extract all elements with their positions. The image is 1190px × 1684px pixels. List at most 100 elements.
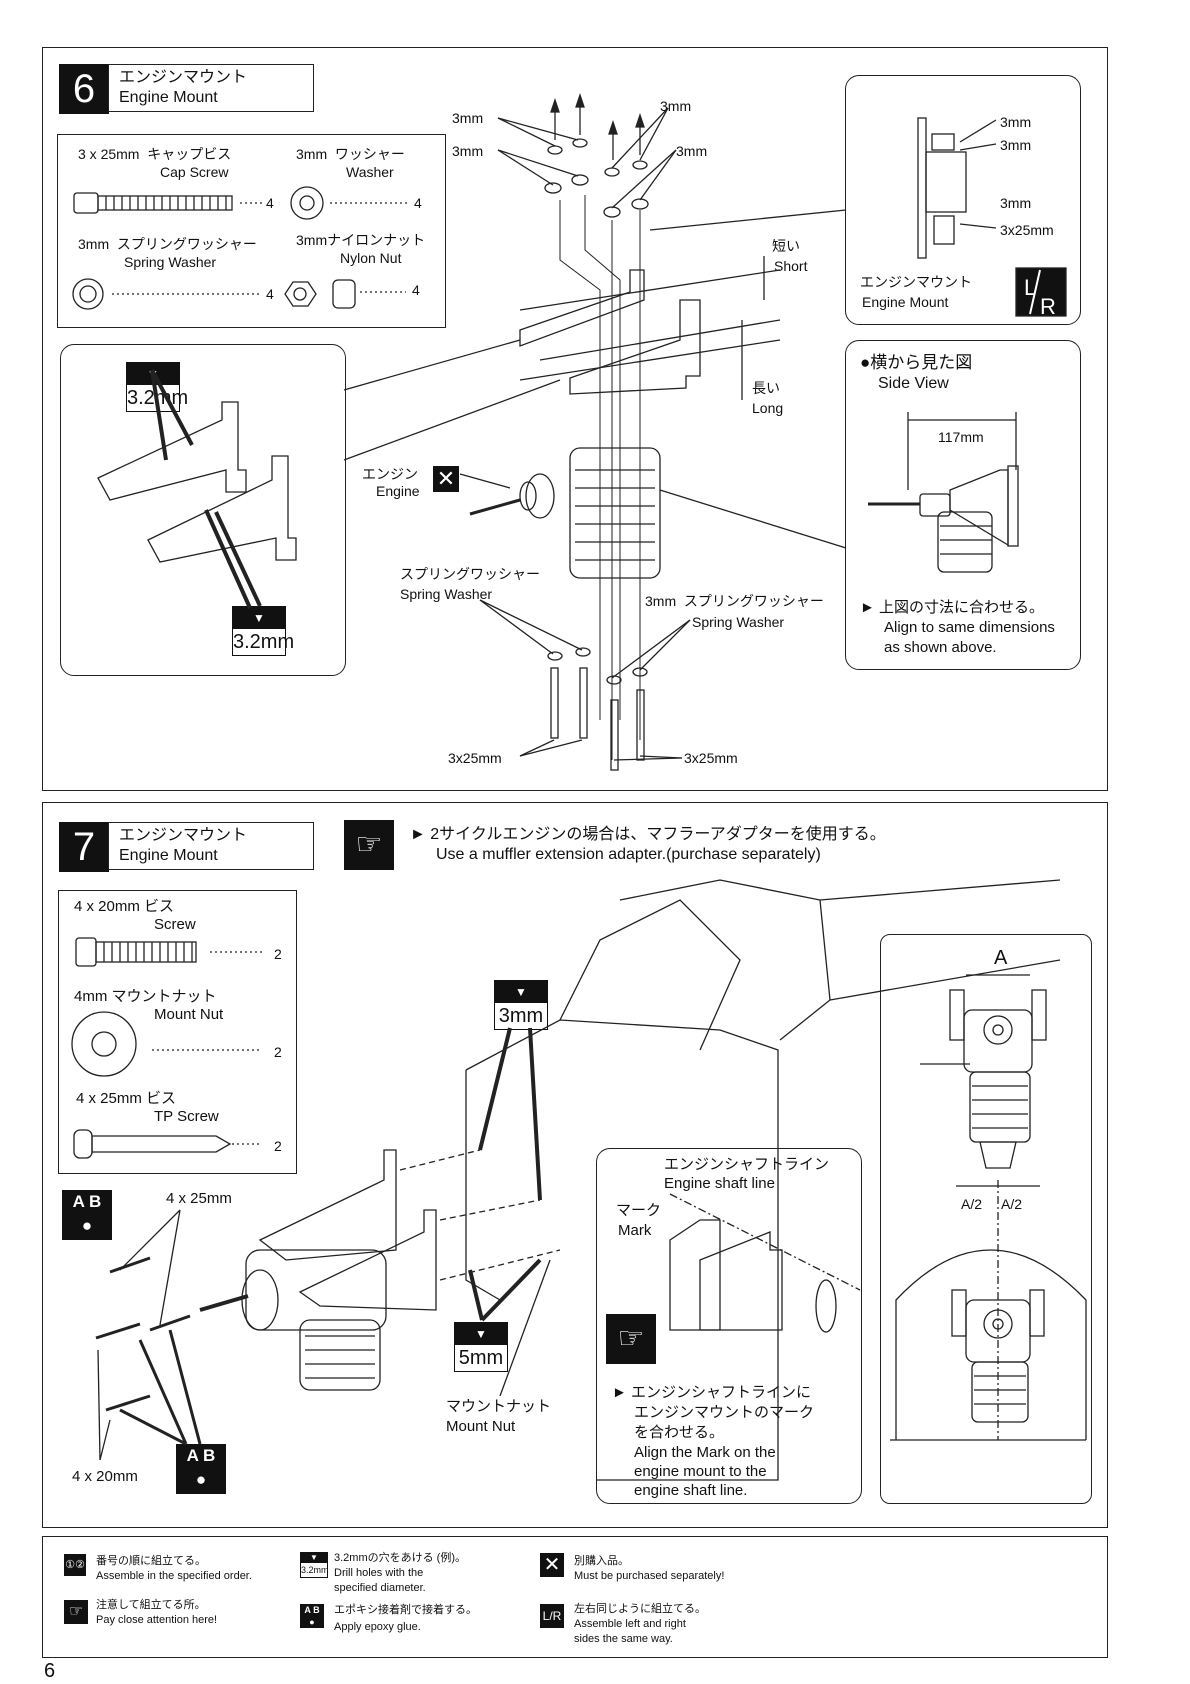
dim-half-label-left: A/2 (961, 1196, 983, 1212)
lr-label-3x25mm: 3x25mm (1000, 222, 1054, 238)
side-view-note-en2: as shown above. (884, 639, 997, 656)
step6-title: エンジンマウント Engine Mount (108, 64, 314, 112)
legend-panel (42, 1536, 1108, 1658)
step6-parts-box (57, 134, 446, 328)
legend-attention-en: Pay close attention here! (96, 1614, 218, 1626)
shaft-line-en: Engine shaft line (664, 1175, 775, 1192)
step7-title-jp: エンジンマウント (119, 827, 248, 844)
shaft-note-jp3: を合わせる。 (634, 1424, 725, 1441)
drill-3.2mm-badge-top: ▼3.2mm (126, 362, 188, 412)
step6-mount-zoom-box (60, 344, 346, 676)
part-mount-nut-qty: 2 (274, 1044, 282, 1060)
side-view-jp: ●横から見た図 (860, 353, 973, 372)
callout-long-en: Long (752, 400, 784, 416)
legend-drill-en: Drill holes with the (334, 1567, 424, 1579)
callout-3mm-c: 3mm (660, 98, 692, 114)
shaft-note-jp2: エンジンマウントのマーク (634, 1404, 815, 1421)
legend-purchase-en: Must be purchased separately! (574, 1570, 725, 1582)
part-nylon-nut-label: 3mmナイロンナット (296, 232, 426, 248)
epoxy-glue-icon-top: A B● (62, 1190, 112, 1240)
purchase-icon-legend: ✕ (540, 1553, 564, 1577)
part-washer-qty: 4 (414, 195, 422, 211)
part-spring-washer-qty: 4 (266, 286, 274, 302)
drill-icon-legend: ▼3.2mm (300, 1552, 329, 1578)
part-screw-4x20-label: 4 x 20mm ビス (74, 898, 175, 915)
part-mount-nut-label: 4mm マウントナット (74, 988, 217, 1005)
drill-5mm-badge: ▼5mm (454, 1322, 508, 1372)
part-washer-label: 3mm ワッシャー (296, 146, 405, 162)
side-view-note-en1: Align to same dimensions (884, 619, 1055, 636)
shaft-note-jp1: ► エンジンシャフトラインに (612, 1384, 812, 1401)
legend-order-jp: 番号の順に組立てる。 (96, 1555, 206, 1567)
step7-number: 7 (59, 822, 109, 872)
callout-4x25mm: 4 x 25mm (166, 1190, 232, 1207)
part-spring-washer-en: Spring Washer (124, 254, 217, 270)
step6-title-en: Engine Mount (119, 89, 218, 106)
part-screw-4x20-qty: 2 (274, 946, 282, 962)
callout-mount-nut-jp: マウントナット (446, 1398, 552, 1415)
callout-short-jp: 短い (772, 238, 800, 254)
callout-3mm-b: 3mm (452, 143, 484, 159)
callout-engine-jp: エンジン (362, 466, 418, 482)
legend-drill-jp: 3.2mmの穴をあける (例)。 (334, 1552, 466, 1564)
step6-number: 6 (59, 64, 109, 114)
step7-note-jp: ► 2サイクルエンジンの場合は、マフラーアダプターを使用する。 (410, 826, 886, 843)
side-view-note-jp: ► 上図の寸法に合わせる。 (860, 599, 1045, 616)
step6-title-jp: エンジンマウント (119, 69, 248, 86)
part-screw-4x20-en: Screw (154, 916, 196, 933)
lr-label-3mm-2: 3mm (1000, 137, 1032, 153)
legend-order-en: Assemble in the specified order. (96, 1570, 252, 1582)
drill-3mm-badge: ▼3mm (494, 980, 548, 1030)
lr-icon-legend: L/R (540, 1604, 564, 1628)
epoxy-icon-legend: A B● (300, 1604, 324, 1628)
lr-engine-mount-jp: エンジンマウント (860, 274, 972, 290)
callout-spring-washer-en: Spring Washer (400, 586, 493, 602)
step7-title: エンジンマウント Engine Mount (108, 822, 314, 870)
mark-en: Mark (618, 1222, 652, 1239)
side-view-dim: 117mm (938, 429, 984, 445)
shaft-line-jp: エンジンシャフトライン (664, 1156, 830, 1173)
part-cap-screw-en: Cap Screw (160, 164, 229, 180)
callout-4x20mm: 4 x 20mm (72, 1468, 138, 1485)
side-view-en: Side View (878, 375, 949, 392)
callout-spring-washer2-jp: 3mm スプリングワッシャー (645, 593, 824, 609)
lr-label-3mm-1: 3mm (1000, 114, 1032, 130)
callout-screw-right: 3x25mm (684, 750, 738, 766)
part-washer-en: Washer (346, 164, 394, 180)
attention-hand-icon-small: ☞ (606, 1314, 656, 1364)
shaft-note-en1: Align the Mark on the (634, 1444, 776, 1461)
callout-mount-nut-en: Mount Nut (446, 1418, 516, 1435)
step7-dimension-box (880, 934, 1092, 1504)
epoxy-glue-icon-bottom: A B● (176, 1444, 226, 1494)
dim-a-label: A (994, 947, 1008, 969)
callout-engine-en: Engine (376, 483, 420, 499)
legend-lr-en: Assemble left and right (574, 1618, 686, 1630)
part-cap-screw-qty: 4 (266, 195, 274, 211)
part-cap-screw-label: 3 x 25mm キャップビス (78, 146, 232, 162)
mark-jp: マーク (616, 1202, 662, 1219)
drill-3.2mm-badge-bottom: ▼3.2mm (232, 606, 294, 656)
legend-lr-jp: 左右同じように組立てる。 (574, 1603, 706, 1615)
part-tp-screw-en: TP Screw (154, 1108, 219, 1125)
callout-long-jp: 長い (752, 380, 780, 396)
lr-label-3mm-3: 3mm (1000, 195, 1032, 211)
part-tp-screw-qty: 2 (274, 1138, 282, 1154)
page-number: 6 (44, 1660, 56, 1682)
part-nylon-nut-en: Nylon Nut (340, 250, 402, 266)
attention-icon-legend: ☞ (64, 1600, 88, 1624)
lr-engine-mount-en: Engine Mount (862, 294, 949, 310)
callout-spring-washer2-en: Spring Washer (692, 614, 785, 630)
legend-epoxy-en: Apply epoxy glue. (334, 1621, 421, 1633)
legend-lr-en2: sides the same way. (574, 1633, 673, 1645)
shaft-note-en2: engine mount to the (634, 1463, 767, 1480)
purchase-separately-icon: ✕ (433, 466, 459, 492)
callout-screw-left: 3x25mm (448, 750, 502, 766)
legend-attention-jp: 注意して組立てる所。 (96, 1599, 206, 1611)
callout-short-en: Short (774, 258, 808, 274)
callout-spring-washer-jp: スプリングワッシャー (400, 566, 540, 582)
part-nylon-nut-qty: 4 (412, 282, 420, 298)
dim-half-label-right: A/2 (1001, 1196, 1023, 1212)
step7-title-en: Engine Mount (119, 847, 218, 864)
part-tp-screw-label: 4 x 25mm ビス (76, 1090, 177, 1107)
attention-hand-icon: ☞ (344, 820, 394, 870)
